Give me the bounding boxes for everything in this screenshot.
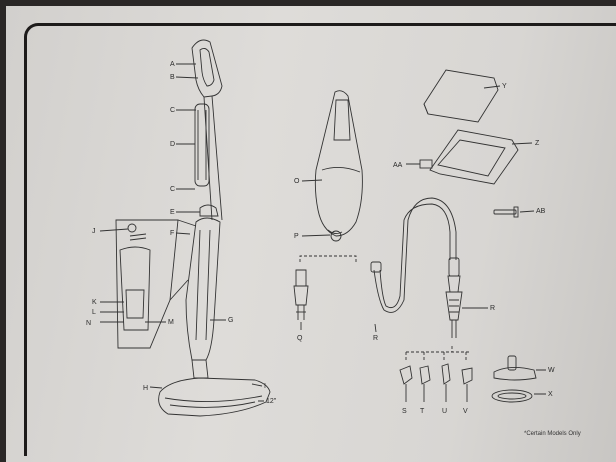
label-R-hose: R — [373, 335, 378, 342]
label-T: T — [420, 408, 425, 415]
label-C-upper: C — [170, 107, 175, 114]
label-S: S — [402, 408, 407, 415]
extension-nozzle-illustration — [293, 269, 309, 330]
part-labels: A B C D C E F G H I 12" J K L N M O P Q … — [86, 61, 555, 415]
steam-mop-illustration — [99, 39, 271, 417]
label-P: P — [294, 233, 299, 240]
label-O: O — [294, 178, 300, 185]
label-L: L — [92, 309, 96, 316]
brush-and-ring-illustration — [491, 355, 546, 403]
label-I: I — [264, 383, 266, 390]
handheld-steamer-illustration — [301, 90, 363, 242]
label-E: E — [170, 209, 175, 216]
label-Y: Y — [502, 83, 507, 90]
label-V: V — [463, 408, 468, 415]
label-D: D — [170, 141, 175, 148]
label-K: K — [92, 299, 97, 306]
label-G: G — [228, 317, 233, 324]
label-U: U — [442, 408, 447, 415]
label-AA: AA — [393, 162, 403, 169]
steam-hose-illustration — [299, 197, 488, 338]
mop-pads-illustration — [406, 69, 535, 218]
label-F-mop: F — [170, 230, 174, 237]
label-M: M — [168, 319, 174, 326]
label-AB: AB — [536, 208, 546, 215]
label-B: B — [170, 74, 175, 81]
label-size: 12" — [266, 398, 277, 405]
label-R-connector: R — [490, 305, 495, 312]
manual-page — [6, 6, 616, 462]
label-X: X — [548, 391, 553, 398]
label-N: N — [86, 320, 91, 327]
label-C-lower: C — [170, 186, 175, 193]
label-H: H — [143, 385, 148, 392]
label-J: J — [92, 228, 96, 235]
label-A: A — [170, 61, 175, 68]
label-Q: Q — [297, 335, 303, 342]
label-Z: Z — [535, 140, 540, 147]
accessory-tools-illustration — [399, 346, 473, 402]
page-frame-border — [24, 23, 616, 456]
label-W: W — [548, 367, 555, 374]
footnote: *Certain Models Only — [524, 431, 581, 437]
